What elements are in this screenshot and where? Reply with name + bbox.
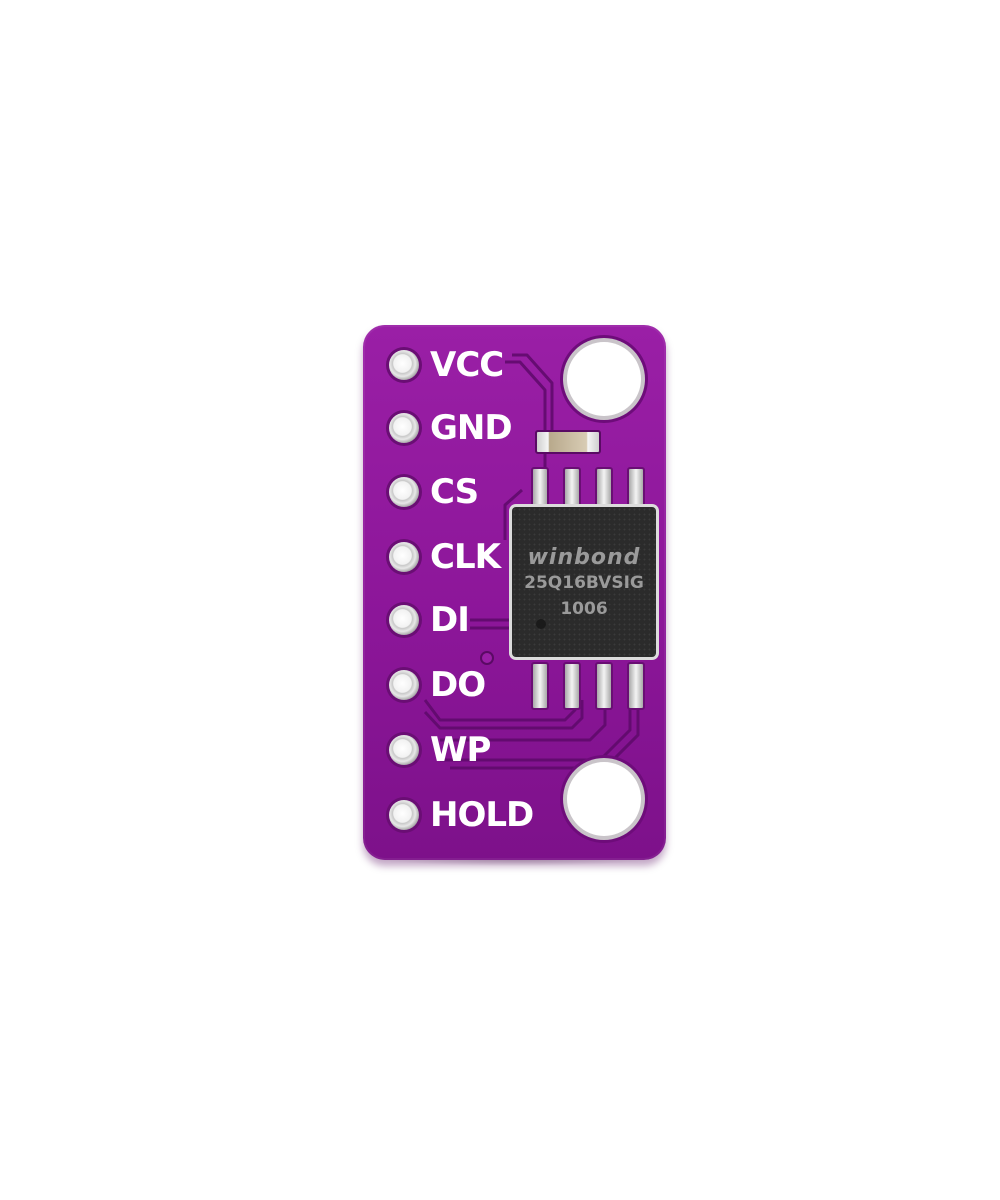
chip-lead [627,662,645,710]
smd-capacitor [535,430,601,454]
chip-lead [531,662,549,710]
flash-chip: winbond 25Q16BVSIG 1006 [512,507,656,657]
pin-label-hold: HOLD [430,795,534,835]
pin-pad-hold [389,800,419,830]
chip-date-code: 1006 [560,599,608,619]
pin1-dot [536,619,546,629]
chip-lead [595,662,613,710]
mounting-hole-top [567,342,641,416]
pin-pad-do [389,670,419,700]
chip-lead [563,662,581,710]
pin-pad-di [389,605,419,635]
pin-pad-cs [389,477,419,507]
pin-label-gnd: GND [430,408,513,448]
chip-brand: winbond [527,545,641,570]
pin-pad-clk [389,542,419,572]
via [480,651,494,665]
pin-pad-wp [389,735,419,765]
pin-label-clk: CLK [430,537,501,577]
pin-label-di: DI [430,600,470,640]
pin-label-wp: WP [430,730,491,770]
pin-label-vcc: VCC [430,345,504,385]
pin-label-cs: CS [430,472,479,512]
pin-pad-gnd [389,413,419,443]
pin-label-do: DO [430,665,486,705]
chip-part-number: 25Q16BVSIG [524,573,644,593]
mounting-hole-bottom [567,762,641,836]
pin-pad-vcc [389,350,419,380]
